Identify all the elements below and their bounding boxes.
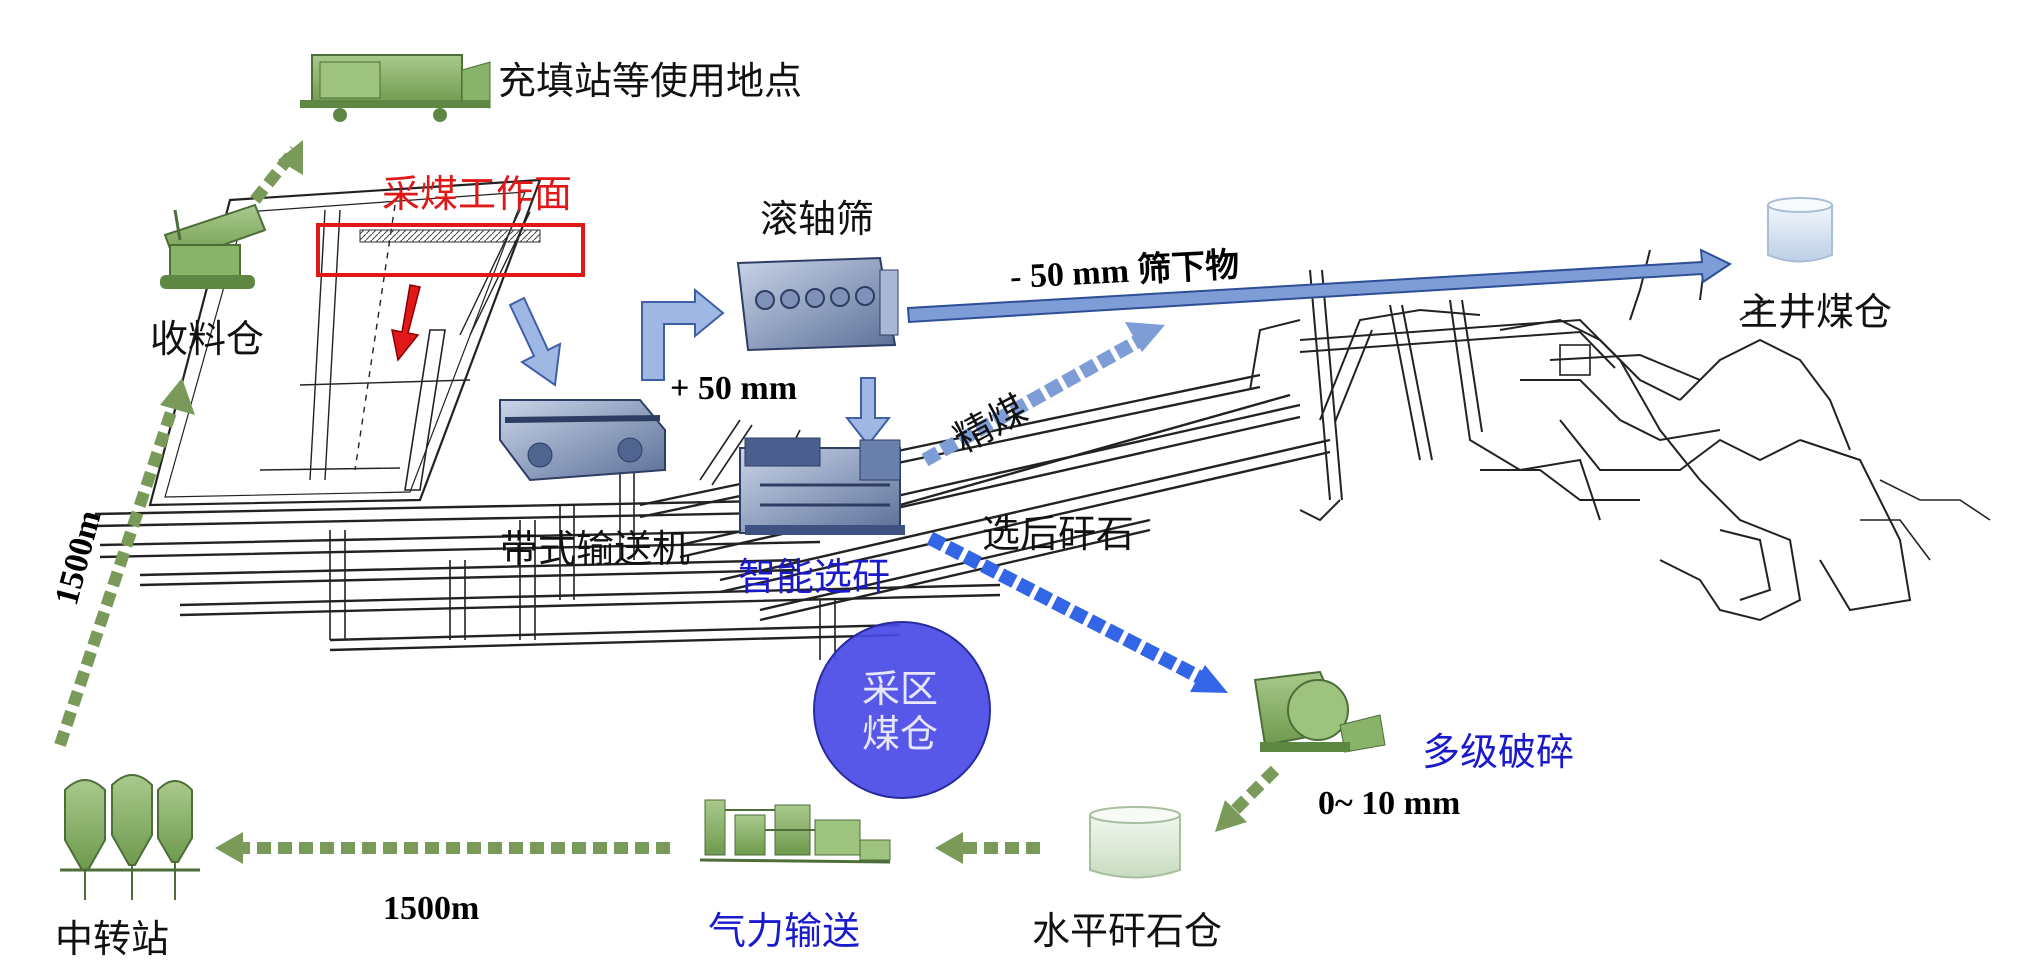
green-arrowheads <box>160 140 1247 864</box>
oversize-label: + 50 mm <box>670 370 798 407</box>
mining-face-frame <box>316 223 585 277</box>
long-arrow <box>906 248 1733 324</box>
red-arrow <box>391 284 421 362</box>
horizontal-distance-label: 1500m <box>383 890 480 927</box>
district-bin-label-2: 煤仓 <box>862 712 939 756</box>
roller-screen-label: 滚轴筛 <box>760 197 875 241</box>
gangue-arrow <box>926 531 1209 687</box>
collect-bin-label: 收料仓 <box>150 317 265 361</box>
collector-machine-icon <box>160 203 267 289</box>
coal-bin-icon <box>1767 197 1833 263</box>
silo-group-icon <box>60 774 200 900</box>
main-bin-label: 主井煤仓 <box>1740 290 1893 334</box>
mining-face-label: 采煤工作面 <box>382 172 573 216</box>
gangue-arrowhead <box>1190 665 1228 693</box>
fill-station-label: 充填站等使用地点 <box>498 59 803 103</box>
mining-face-hatch <box>359 229 541 243</box>
roller-screen-icon <box>736 256 899 352</box>
crush-size-label: 0~ 10 mm <box>1318 785 1461 822</box>
multi-crush-label: 多级破碎 <box>1422 730 1575 774</box>
smart-sort-label: 智能选矸 <box>738 555 891 599</box>
district-bin-label-1: 采区 <box>862 667 939 711</box>
sorting-machine-icon <box>739 437 905 535</box>
transfer-station-label: 中转站 <box>55 917 170 961</box>
filling-machine-icon <box>300 54 491 122</box>
blue-down-arrow-2 <box>844 377 892 447</box>
belt-conveyor-label: 带式输送机 <box>500 527 691 571</box>
green-arrows <box>54 146 1280 854</box>
crusher-icon <box>1253 670 1386 753</box>
pneumatic-label: 气力输送 <box>708 909 861 953</box>
district-bin-circle <box>813 621 991 799</box>
gangue-bin-icon <box>1089 806 1181 879</box>
clean-coal-arrow <box>921 333 1144 467</box>
pneumatic-system-icon <box>699 799 891 864</box>
sorted-gangue-label: 选后矸石 <box>982 512 1135 556</box>
elbow-arrow <box>641 287 725 381</box>
blue-down-arrow-1 <box>508 296 562 387</box>
clean-coal-arrowhead <box>1125 322 1165 352</box>
belt-conveyor-icon <box>499 399 666 482</box>
horizontal-bin-label: 水平矸石仓 <box>1032 909 1223 953</box>
